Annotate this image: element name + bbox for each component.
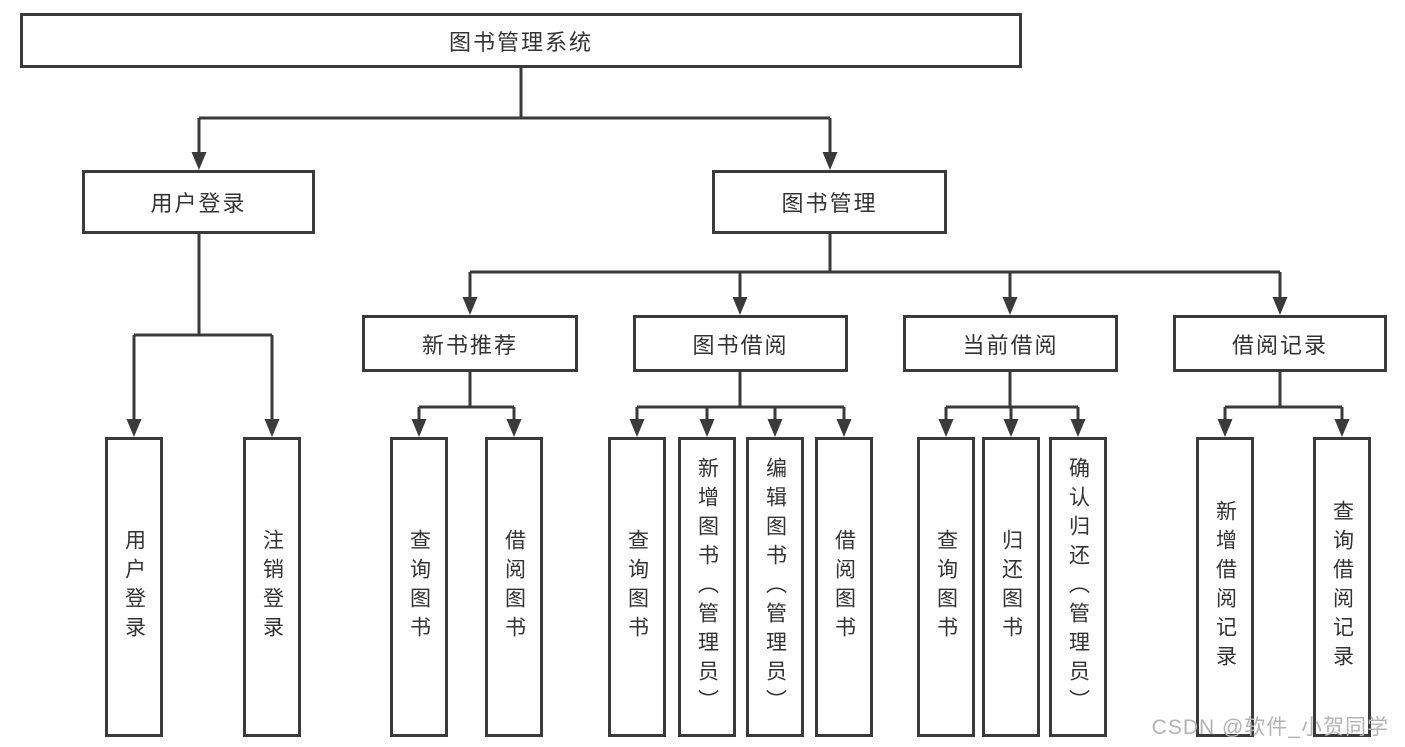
leaf-query-books-recommend: 查询图书 — [390, 437, 448, 737]
node-new-book-recommend-label: 新书推荐 — [421, 332, 518, 358]
leaf-add-borrow-record: 新增借阅记录 — [1196, 437, 1254, 737]
leaf-query-borrow-record: 查询借阅记录 — [1313, 437, 1371, 737]
node-book-borrow: 图书借阅 — [633, 315, 848, 372]
leaf-query-books-borrow-label: 查询图书 — [625, 529, 649, 645]
node-root-label: 图书管理系统 — [448, 29, 593, 55]
node-borrow-records: 借阅记录 — [1173, 315, 1387, 372]
node-root-system: 图书管理系统 — [20, 13, 1022, 68]
leaf-query-books-borrow: 查询图书 — [608, 437, 666, 737]
node-current-borrow: 当前借阅 — [903, 315, 1118, 372]
node-new-book-recommend: 新书推荐 — [362, 315, 578, 372]
leaf-borrow-books-recommend-label: 借阅图书 — [502, 529, 526, 645]
leaf-edit-book-admin-label: 编辑图书（管理员） — [763, 456, 787, 718]
leaf-return-book-label: 归还图书 — [999, 529, 1023, 645]
leaf-add-book-admin-label: 新增图书（管理员） — [695, 456, 719, 718]
leaf-logout: 注销登录 — [243, 437, 301, 737]
node-user-login-label: 用户登录 — [150, 191, 247, 216]
leaf-add-book-admin: 新增图书（管理员） — [678, 437, 736, 737]
csdn-watermark: CSDN @软件_小贺同学 — [1151, 716, 1389, 739]
node-borrow-records-label: 借阅记录 — [1231, 332, 1328, 358]
edge-current-to-leaves — [938, 372, 1086, 437]
edge-borrow-to-leaves — [629, 372, 852, 437]
node-book-management-label: 图书管理 — [781, 191, 878, 216]
edge-records-to-leaves — [1217, 372, 1350, 437]
node-user-login: 用户登录 — [82, 170, 315, 234]
leaf-query-borrow-record-label: 查询借阅记录 — [1330, 500, 1354, 674]
leaf-borrow-books: 借阅图书 — [815, 437, 873, 737]
leaf-query-books-current: 查询图书 — [917, 437, 975, 737]
leaf-borrow-books-label: 借阅图书 — [832, 529, 856, 645]
leaf-user-login: 用户登录 — [105, 437, 163, 737]
leaf-return-book: 归还图书 — [982, 437, 1040, 737]
leaf-confirm-return-admin-label: 确认归还（管理员） — [1066, 456, 1090, 718]
leaf-query-books-recommend-label: 查询图书 — [407, 529, 431, 645]
node-current-borrow-label: 当前借阅 — [962, 332, 1059, 358]
leaf-user-login-label: 用户登录 — [122, 529, 146, 645]
edge-root-to-level2 — [191, 68, 838, 170]
node-book-borrow-label: 图书借阅 — [692, 332, 789, 358]
node-book-management: 图书管理 — [712, 170, 947, 234]
edge-bookmgmt-to-level3 — [462, 234, 1288, 315]
leaf-add-borrow-record-label: 新增借阅记录 — [1213, 500, 1237, 674]
edge-newbook-to-leaves — [411, 372, 522, 437]
leaf-borrow-books-recommend: 借阅图书 — [485, 437, 543, 737]
leaf-confirm-return-admin: 确认归还（管理员） — [1049, 437, 1107, 737]
leaf-edit-book-admin: 编辑图书（管理员） — [746, 437, 804, 737]
leaf-logout-label: 注销登录 — [260, 529, 284, 645]
edge-userlogin-to-leaves — [126, 234, 280, 437]
leaf-query-books-current-label: 查询图书 — [934, 529, 958, 645]
